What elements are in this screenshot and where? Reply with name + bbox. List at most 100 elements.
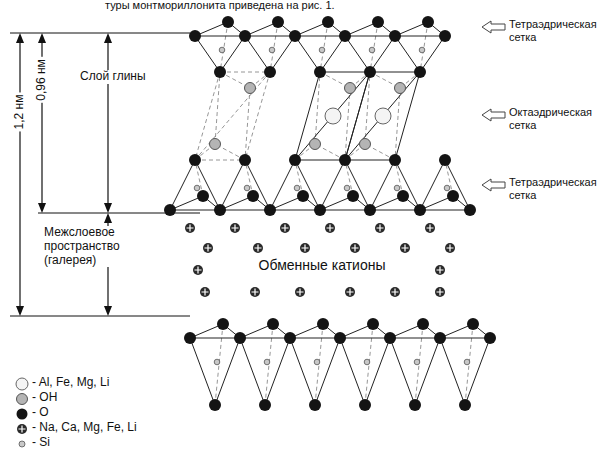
arrowhead <box>104 203 112 213</box>
pointer-arrow <box>482 21 505 33</box>
oxygen-atom <box>339 30 351 42</box>
exchange-cation <box>280 223 290 233</box>
cation-disc <box>300 243 310 253</box>
exchange-cation <box>300 243 310 253</box>
oxygen-atom <box>234 332 246 344</box>
cation-disc <box>253 243 263 253</box>
legend-swatch <box>17 394 28 405</box>
silicon-atom <box>414 359 420 365</box>
bond <box>440 338 465 405</box>
exchange-cation <box>193 265 203 275</box>
pointer-arrow <box>482 109 505 121</box>
oxygen-atom <box>317 318 329 330</box>
oxygen-atom <box>367 318 379 330</box>
silicon-atom <box>314 359 320 365</box>
sheet-label: Октаэдрическая сетка <box>509 106 605 131</box>
cation-disc <box>230 223 240 233</box>
bond <box>245 36 270 72</box>
exchange-cation <box>203 243 213 253</box>
bond <box>415 338 440 405</box>
cation-disc <box>250 287 260 297</box>
oxygen-atom <box>189 30 201 42</box>
exchange-cation <box>435 287 445 297</box>
silicon-atom <box>444 185 450 191</box>
cation-disc <box>295 287 305 297</box>
arrowhead <box>16 306 24 316</box>
dimension-label: 0,96 нм <box>35 57 49 103</box>
bond <box>220 36 245 72</box>
bond <box>170 160 195 210</box>
hidden-bond <box>270 22 278 72</box>
legend-swatch <box>17 424 27 434</box>
oxygen-atom <box>459 399 471 411</box>
oxygen-atom <box>184 332 196 344</box>
bond <box>420 36 445 72</box>
octahedral-cation <box>375 108 391 124</box>
cation-cross <box>187 225 194 232</box>
silicon-atom <box>214 359 220 365</box>
cation-cross <box>255 245 262 252</box>
legend-text: - Na, Ca, Mg, Fe, Li <box>32 421 137 435</box>
oxygen-atom <box>264 204 276 216</box>
cation-cross <box>352 245 359 252</box>
bond <box>295 160 320 210</box>
hydroxyl-atom <box>245 83 256 94</box>
oxygen-atom <box>314 204 326 216</box>
exchange-cation <box>325 223 335 233</box>
cation-disc <box>280 223 290 233</box>
bond <box>340 338 365 405</box>
bond <box>395 160 420 210</box>
bond <box>290 338 315 405</box>
bond <box>370 72 420 73</box>
bond <box>340 338 390 339</box>
bond <box>265 338 290 405</box>
bond <box>320 72 370 73</box>
exchange-cation <box>350 243 360 253</box>
bond <box>395 72 420 160</box>
exchange-cation <box>435 265 445 275</box>
exchange-cation <box>200 287 210 297</box>
hydroxyl-atom <box>360 139 371 150</box>
oxygen-atom <box>384 332 396 344</box>
silicon-atom <box>219 47 225 53</box>
oxygen-atom <box>289 154 301 166</box>
bond <box>345 72 420 160</box>
cation-cross <box>202 289 209 296</box>
silicon-atom <box>319 47 325 53</box>
cation-cross <box>19 426 26 433</box>
exchange-cation <box>250 287 260 297</box>
hydroxyl-atom <box>395 83 406 94</box>
extension-line <box>38 213 200 214</box>
oxygen-atom <box>297 190 309 202</box>
silicon-atom <box>269 47 275 53</box>
bond <box>240 338 290 339</box>
oxygen-atom <box>467 318 479 330</box>
legend-text: - OH <box>32 391 57 405</box>
dimension-label: 1,2 нм <box>13 93 27 132</box>
bond <box>245 160 270 210</box>
arrowhead <box>104 306 112 316</box>
oxygen-atom <box>484 332 496 344</box>
bond <box>345 72 370 160</box>
cation-disc <box>325 223 335 233</box>
cation-cross <box>347 289 354 296</box>
bond <box>345 36 370 72</box>
silicon-atom <box>419 47 425 53</box>
clay-structure <box>164 16 496 411</box>
hydroxyl-atom <box>310 139 321 150</box>
bond <box>320 36 345 72</box>
bond <box>220 210 270 211</box>
oxygen-atom <box>439 154 451 166</box>
oxygen-atom <box>239 154 251 166</box>
exchange-cation <box>390 287 400 297</box>
cation-disc <box>445 243 455 253</box>
region-label: Обменные катионы <box>257 257 388 273</box>
exchange-cation <box>253 243 263 253</box>
bond <box>465 338 490 405</box>
hidden-bond <box>370 22 378 72</box>
oxygen-atom <box>414 204 426 216</box>
oxygen-atom <box>217 318 229 330</box>
oxygen-atom <box>309 399 321 411</box>
oxygen-atom <box>447 190 459 202</box>
bond <box>390 338 415 405</box>
